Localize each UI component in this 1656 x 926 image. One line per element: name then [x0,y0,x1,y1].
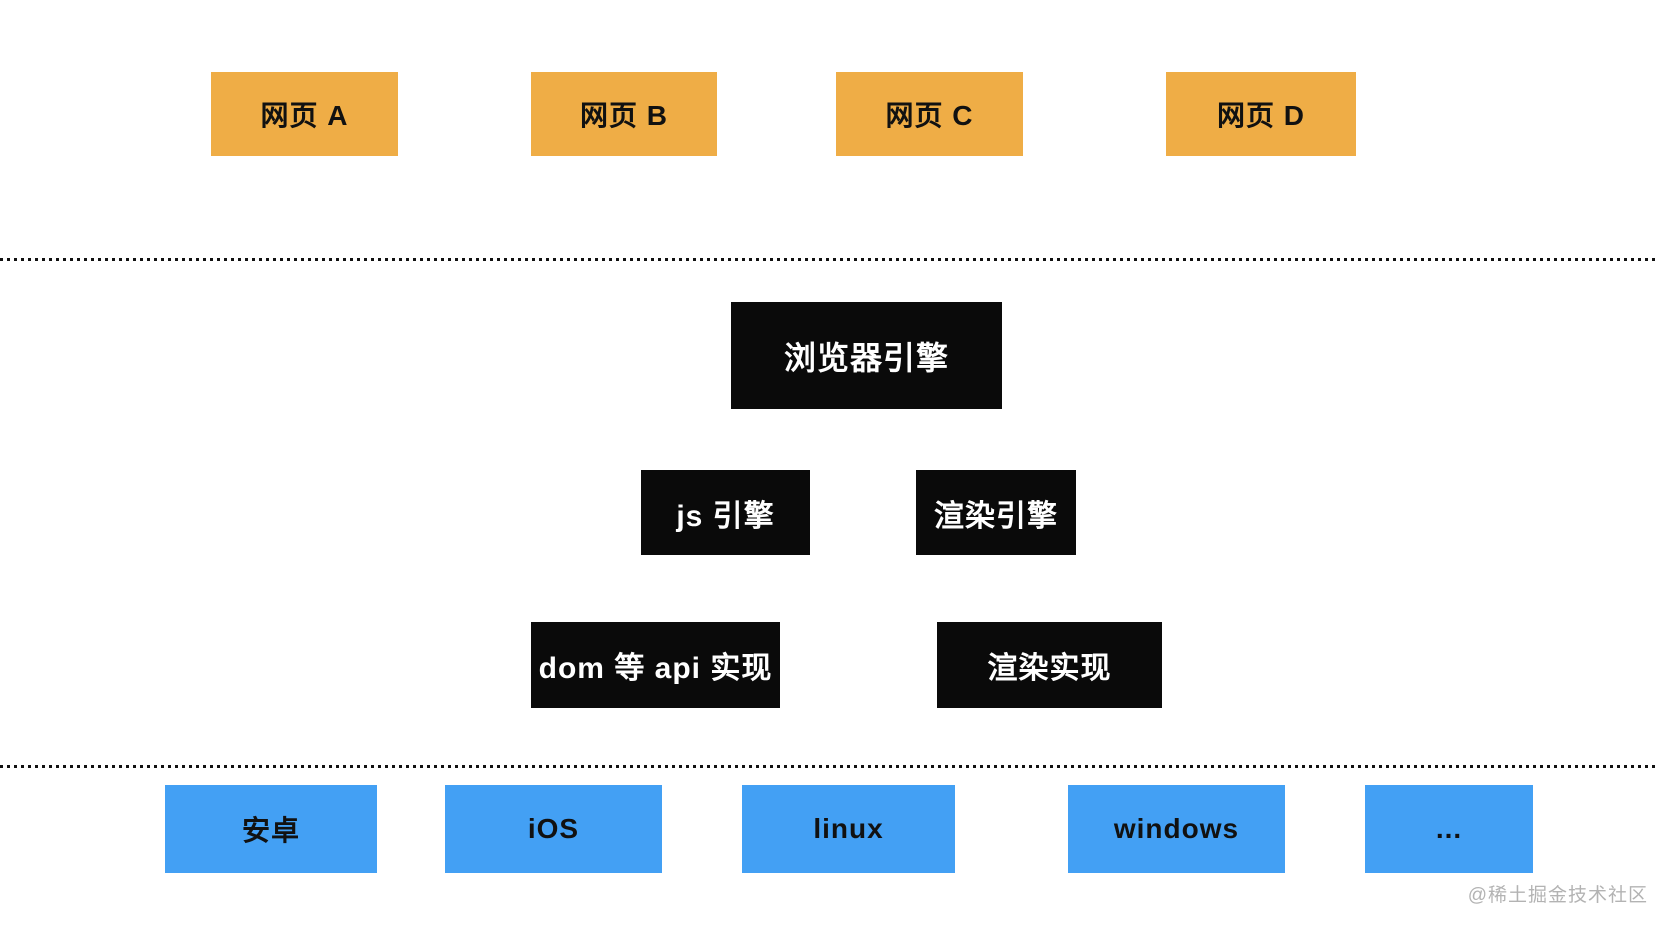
rendering-implementation-box: 渲染实现 [937,622,1162,708]
dotted-separator-bottom [0,765,1656,768]
webpage-a-box: 网页 A [211,72,398,156]
watermark-text: @稀土掘金技术社区 [1467,885,1648,906]
webpage-d-box: 网页 D [1166,72,1356,156]
platform-box-ios: iOS [445,785,662,873]
webpage-b-box: 网页 B [531,72,717,156]
dom-api-implementation-box: dom 等 api 实现 [531,622,780,708]
platform-box-more: ... [1365,785,1533,873]
platform-box-linux: linux [742,785,955,873]
webpage-c-box: 网页 C [836,72,1023,156]
dotted-separator-top [0,258,1656,261]
js-engine-box: js 引擎 [641,470,810,555]
rendering-engine-box: 渲染引擎 [916,470,1076,555]
platform-box-android: 安卓 [165,785,377,873]
browser-engine-box: 浏览器引擎 [731,302,1002,409]
platform-box-windows: windows [1068,785,1285,873]
